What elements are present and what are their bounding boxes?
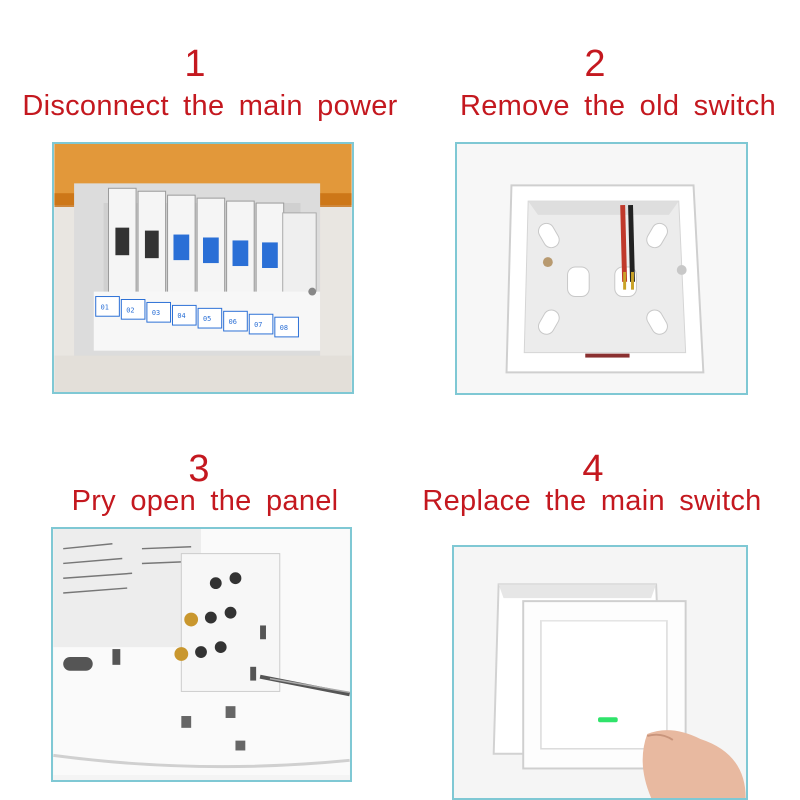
- step-2-photo-frame: [455, 142, 748, 395]
- step-3-caption: Pry open the panel: [71, 485, 339, 517]
- step-1-caption: Disconnect the main power: [22, 90, 398, 122]
- new-switch-install-photo: [454, 547, 746, 798]
- step-2-caption: Remove the old switch: [459, 90, 777, 122]
- breaker-panel-photo: 01 02 03 04 05 06 07 08: [54, 144, 352, 392]
- step-4-photo-frame: [452, 545, 748, 800]
- switch-rocker: [540, 620, 668, 750]
- breaker-label: 05: [203, 315, 211, 323]
- step-3-photo-frame: [51, 527, 352, 782]
- indicator-light: [598, 717, 618, 723]
- step-1-photo-frame: 01 02 03 04 05 06 07 08: [52, 142, 354, 394]
- finger: [642, 730, 746, 798]
- step-4-number: 4: [582, 448, 604, 490]
- breaker-row: [108, 187, 285, 304]
- breaker-label: 08: [280, 324, 288, 332]
- step-4-caption: Replace the main switch: [422, 485, 762, 517]
- step-2-number: 2: [584, 43, 606, 85]
- breaker-label: 03: [152, 309, 160, 317]
- breaker-label: 01: [101, 303, 109, 311]
- step-3-number: 3: [188, 448, 210, 490]
- breaker-label: 06: [229, 318, 237, 326]
- step-1-number: 1: [184, 43, 206, 85]
- switch-panel-back-photo: [53, 529, 350, 780]
- breaker-label: 02: [126, 306, 134, 314]
- wall-box-photo: [457, 144, 746, 393]
- breaker-label: 07: [254, 321, 262, 329]
- breaker-label-strip: 01 02 03 04 05 06 07 08: [95, 296, 299, 338]
- breaker-label: 04: [177, 312, 185, 320]
